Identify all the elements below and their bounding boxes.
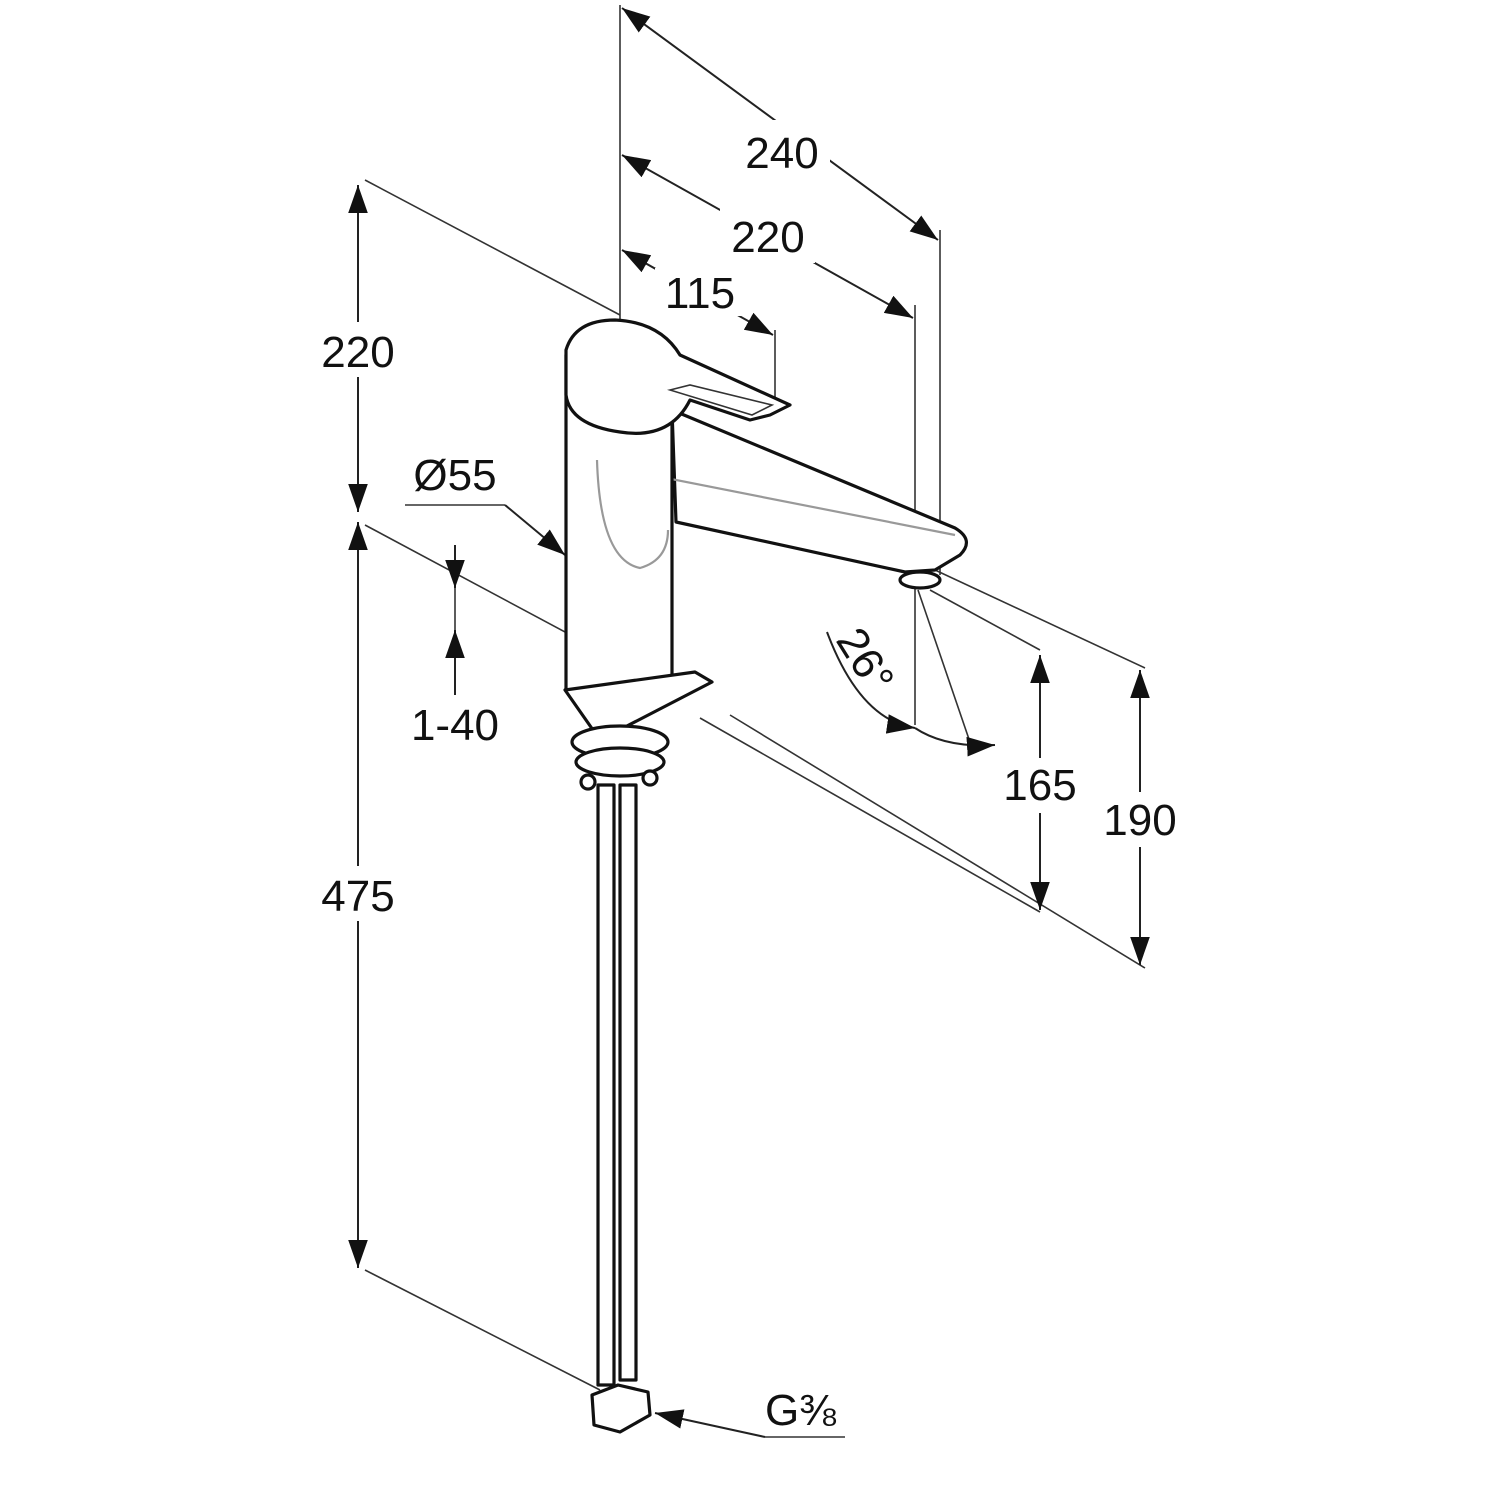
dim-115: 115	[621, 249, 774, 336]
dim-220-reach: 220	[621, 154, 914, 319]
label-handle-reach: 115	[665, 269, 735, 318]
label-spout-reach: 220	[731, 213, 804, 262]
lever-handle	[564, 318, 792, 435]
label-connection-thread: G⅜	[765, 1386, 836, 1435]
mounting-nut	[574, 746, 666, 778]
label-overall-reach: 240	[745, 129, 818, 178]
dim-height: 220 475	[310, 185, 405, 1268]
label-hose-length: 475	[321, 872, 394, 921]
spout	[670, 408, 968, 574]
hose-connector	[590, 1383, 652, 1434]
faucet	[563, 318, 968, 1434]
dim-flow-angle: 26°	[826, 589, 996, 757]
label-outlet-height: 165	[1003, 761, 1076, 810]
label-spout-height: 190	[1103, 796, 1176, 845]
label-flow-angle: 26°	[827, 619, 904, 701]
dim-thread: G⅜	[654, 1386, 845, 1438]
dim-outlet-heights: 165 190	[995, 655, 1190, 965]
hose-right	[618, 783, 638, 1382]
aerator	[898, 570, 942, 590]
hose-left	[596, 783, 616, 1387]
dim-diameter: Ø55	[405, 451, 566, 556]
dim-deck-thickness: 1-40	[411, 545, 499, 750]
extension-lines	[364, 5, 1146, 1391]
label-height-above-deck: 220	[321, 328, 394, 377]
label-deck-thickness: 1-40	[411, 701, 499, 750]
label-body-diameter: Ø55	[413, 451, 496, 500]
dim-240: 240	[621, 7, 939, 241]
pop-up-plate	[563, 670, 714, 742]
